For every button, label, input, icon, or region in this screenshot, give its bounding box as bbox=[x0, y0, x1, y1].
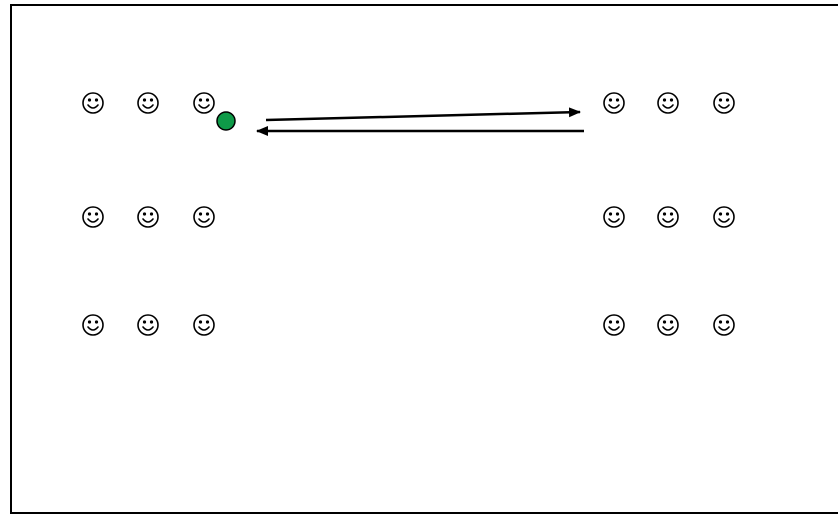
smiley-face-icon bbox=[82, 92, 104, 114]
smiley-face-icon bbox=[603, 206, 625, 228]
smiley-face-icon bbox=[657, 206, 679, 228]
smiley-face-icon bbox=[603, 92, 625, 114]
smiley-face-icon bbox=[603, 314, 625, 336]
smiley-face-icon bbox=[137, 206, 159, 228]
smiley-face-icon bbox=[657, 92, 679, 114]
smiley-face-icon bbox=[193, 314, 215, 336]
green-dot-icon bbox=[216, 111, 236, 131]
right-group bbox=[603, 92, 735, 336]
smiley-face-icon bbox=[713, 92, 735, 114]
smiley-face-icon bbox=[713, 314, 735, 336]
smiley-face-icon bbox=[137, 92, 159, 114]
smiley-face-icon bbox=[82, 314, 104, 336]
smiley-face-icon bbox=[137, 314, 159, 336]
smiley-face-icon bbox=[657, 314, 679, 336]
arrow-right-icon bbox=[265, 107, 581, 122]
smiley-face-icon bbox=[193, 206, 215, 228]
smiley-face-icon bbox=[713, 206, 735, 228]
left-group bbox=[82, 92, 215, 336]
smiley-face-icon bbox=[82, 206, 104, 228]
smiley-face-icon bbox=[193, 92, 215, 114]
